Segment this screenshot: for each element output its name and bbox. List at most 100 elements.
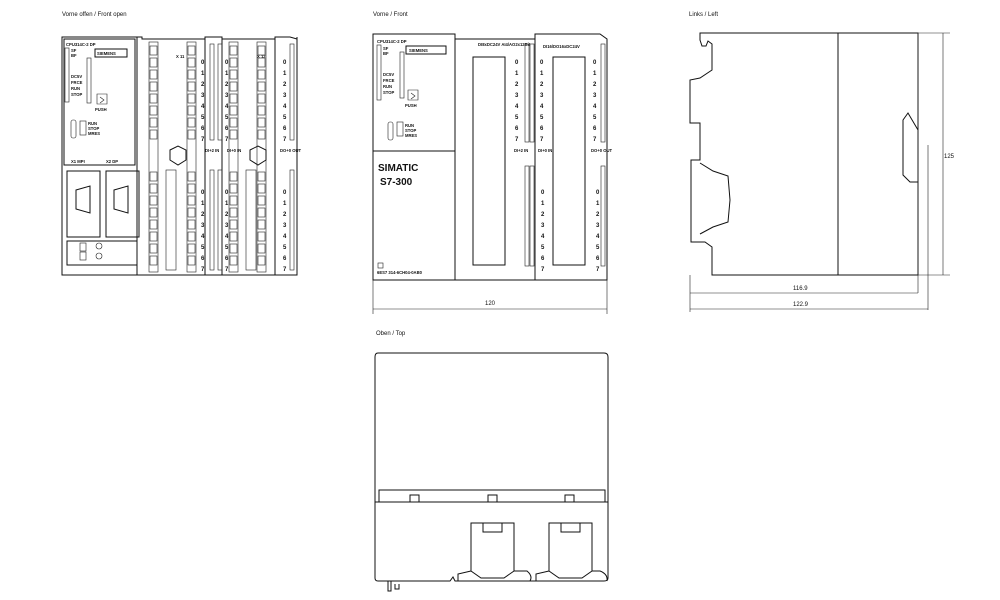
port-x1-label: X1 MPI [71,159,85,164]
front-mode-stop: STOP [405,128,417,133]
terminal-strip-left [148,41,159,273]
terminal [257,183,266,194]
channel-number: 3 [201,93,205,99]
cpu-front-panel [63,38,136,166]
channel-number: 5 [541,245,545,251]
label-marker [377,262,384,269]
terminal [257,219,266,230]
left-outline [689,32,919,276]
port-x2-frame [105,170,140,238]
front-led-dc5v: DC5V [383,72,394,77]
led-column [209,43,215,141]
channel-number: 2 [225,212,229,218]
terminal [257,57,266,68]
terminal [229,171,238,182]
left-view: Links / Left 125 116.9 122.9 [689,12,955,312]
led-column [209,169,215,271]
front-outline [372,33,608,281]
top-caption: Oben / Top [376,331,406,337]
channel-number: 6 [596,256,600,262]
led-label-frce: FRCE [71,80,83,85]
front-mode-mres: MRES [405,133,417,138]
top-connector-1 [470,522,515,579]
top-pins [387,581,400,592]
front-open-io-modules: 0011223344556677001122334455667700112233… [148,37,298,275]
channel-number: 5 [283,245,287,251]
eject-icon [96,93,108,105]
channel-number: 7 [225,137,229,143]
channel-number: 4 [283,104,287,110]
mode-stop-label: STOP [88,126,100,131]
top-connector-2 [548,522,593,579]
channel-number: 0 [540,60,544,66]
cable-channel [245,169,257,271]
channel-number: 6 [283,256,287,262]
channel-number: 1 [225,71,229,77]
channel-number: 5 [593,115,597,121]
sub-d-connector-x1-icon[interactable] [75,185,91,214]
depth-dimension-1-label: 116.9 [793,286,808,292]
terminal [149,219,158,230]
terminal [149,93,158,104]
mode-run-label: RUN [88,121,97,126]
terminal [149,45,158,56]
channel-number: 4 [225,234,229,240]
terminal [149,255,158,266]
front-open-view: Vorne offen / Front open CPU314C-2 DP SI… [61,12,302,276]
channel-number: 6 [201,126,205,132]
front-mode-switch[interactable] [396,121,404,137]
channel-number: 0 [283,190,287,196]
mode-mres-label: MRES [88,131,100,136]
front-siemens-logo [405,45,447,55]
sub-d-connector-x2-icon[interactable] [113,185,129,214]
siemens-logo [94,48,128,58]
channel-number: 5 [225,245,229,251]
mode-switch[interactable] [79,120,87,136]
front-led-bf: BF [383,51,389,56]
front-mode-run: RUN [405,123,414,128]
led-column [529,165,535,267]
channel-number: 3 [593,93,597,99]
front-brand-label: SIEMENS [409,48,428,53]
front-battery-compartment [387,121,394,141]
module2-label: DI16/DO16xDC24V [543,44,580,49]
led-column [524,43,530,143]
top-tab-3 [564,494,575,503]
top-tab-2 [487,494,498,503]
port-x2-label: X2 DP [106,159,118,164]
channel-number: 6 [225,126,229,132]
terminal [187,255,196,266]
channel-number: 4 [515,104,519,110]
channel-number: 3 [515,93,519,99]
screw-1-icon [95,242,103,250]
led-label-bf: BF [71,53,77,58]
terminal [187,57,196,68]
connector-x12-label: X 12 [257,54,266,59]
terminal [229,81,238,92]
terminal [187,105,196,116]
front-eject-icon [407,89,419,101]
terminal [229,45,238,56]
terminal [257,117,266,128]
terminal [149,81,158,92]
channel-number: 3 [596,223,600,229]
bus-connector-latch [902,112,919,183]
led-strip [64,47,70,103]
channel-number: 6 [225,256,229,262]
channel-number: 7 [593,137,597,143]
channel-number: 0 [201,190,205,196]
channel-number: 5 [515,115,519,121]
channel-number: 4 [201,234,205,240]
module1-window [472,56,506,266]
channel-number: 5 [540,115,544,121]
terminal-1 [79,242,87,252]
terminal [257,207,266,218]
hex-screw-icon [169,145,187,166]
terminal [229,183,238,194]
channel-number: 2 [541,212,545,218]
terminal [257,243,266,254]
channel-number: 7 [225,267,229,273]
led-label-sf: SF [71,48,77,53]
terminal [187,93,196,104]
